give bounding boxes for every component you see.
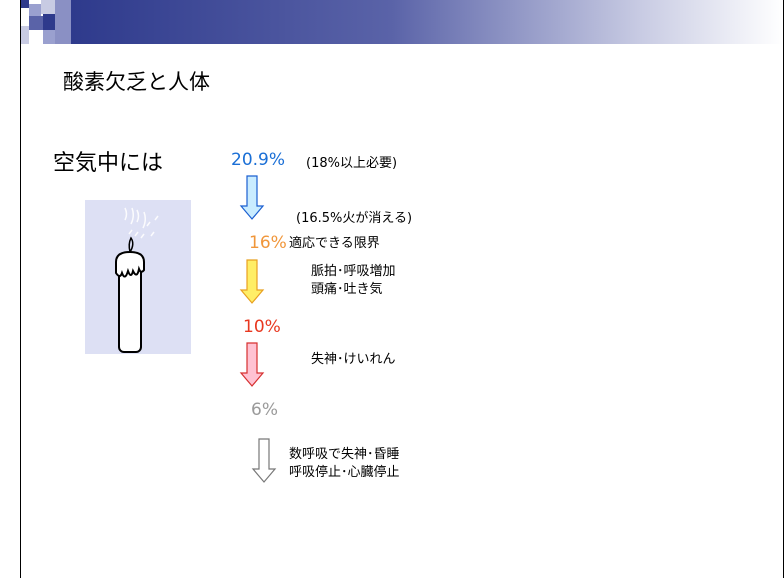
symptom-text: 脈拍･呼吸増加: [311, 264, 396, 279]
level-note: (18%以上必要): [306, 156, 398, 171]
slide-title: 酸素欠乏と人体: [63, 70, 210, 94]
air-label: 空気中には: [53, 151, 164, 176]
down-arrow-icon: [239, 175, 265, 220]
header-bar: [21, 0, 783, 44]
level-percent: 20.9%: [231, 150, 286, 170]
level-percent: 10%: [243, 317, 281, 337]
slide: 酸素欠乏と人体 空気中には 20.9% (18%以上必要) (16.5%火が消え…: [20, 0, 784, 578]
level-note-above: (16.5%火が消える): [296, 211, 413, 226]
symptom-text: 数呼吸で失神･昏睡: [289, 447, 400, 462]
symptom-text: 呼吸停止･心臓停止: [289, 465, 400, 480]
down-arrow-icon: [239, 342, 265, 387]
level-note: 適応できる限界: [289, 236, 380, 251]
down-arrow-icon: [251, 438, 277, 483]
symptom-text: 頭痛･吐き気: [311, 282, 383, 297]
down-arrow-icon: [239, 259, 265, 304]
symptom-text: 失神･けいれん: [311, 352, 396, 367]
level-percent: 16%: [249, 233, 287, 253]
level-percent: 6%: [251, 400, 278, 420]
candle-illustration: [85, 200, 191, 354]
